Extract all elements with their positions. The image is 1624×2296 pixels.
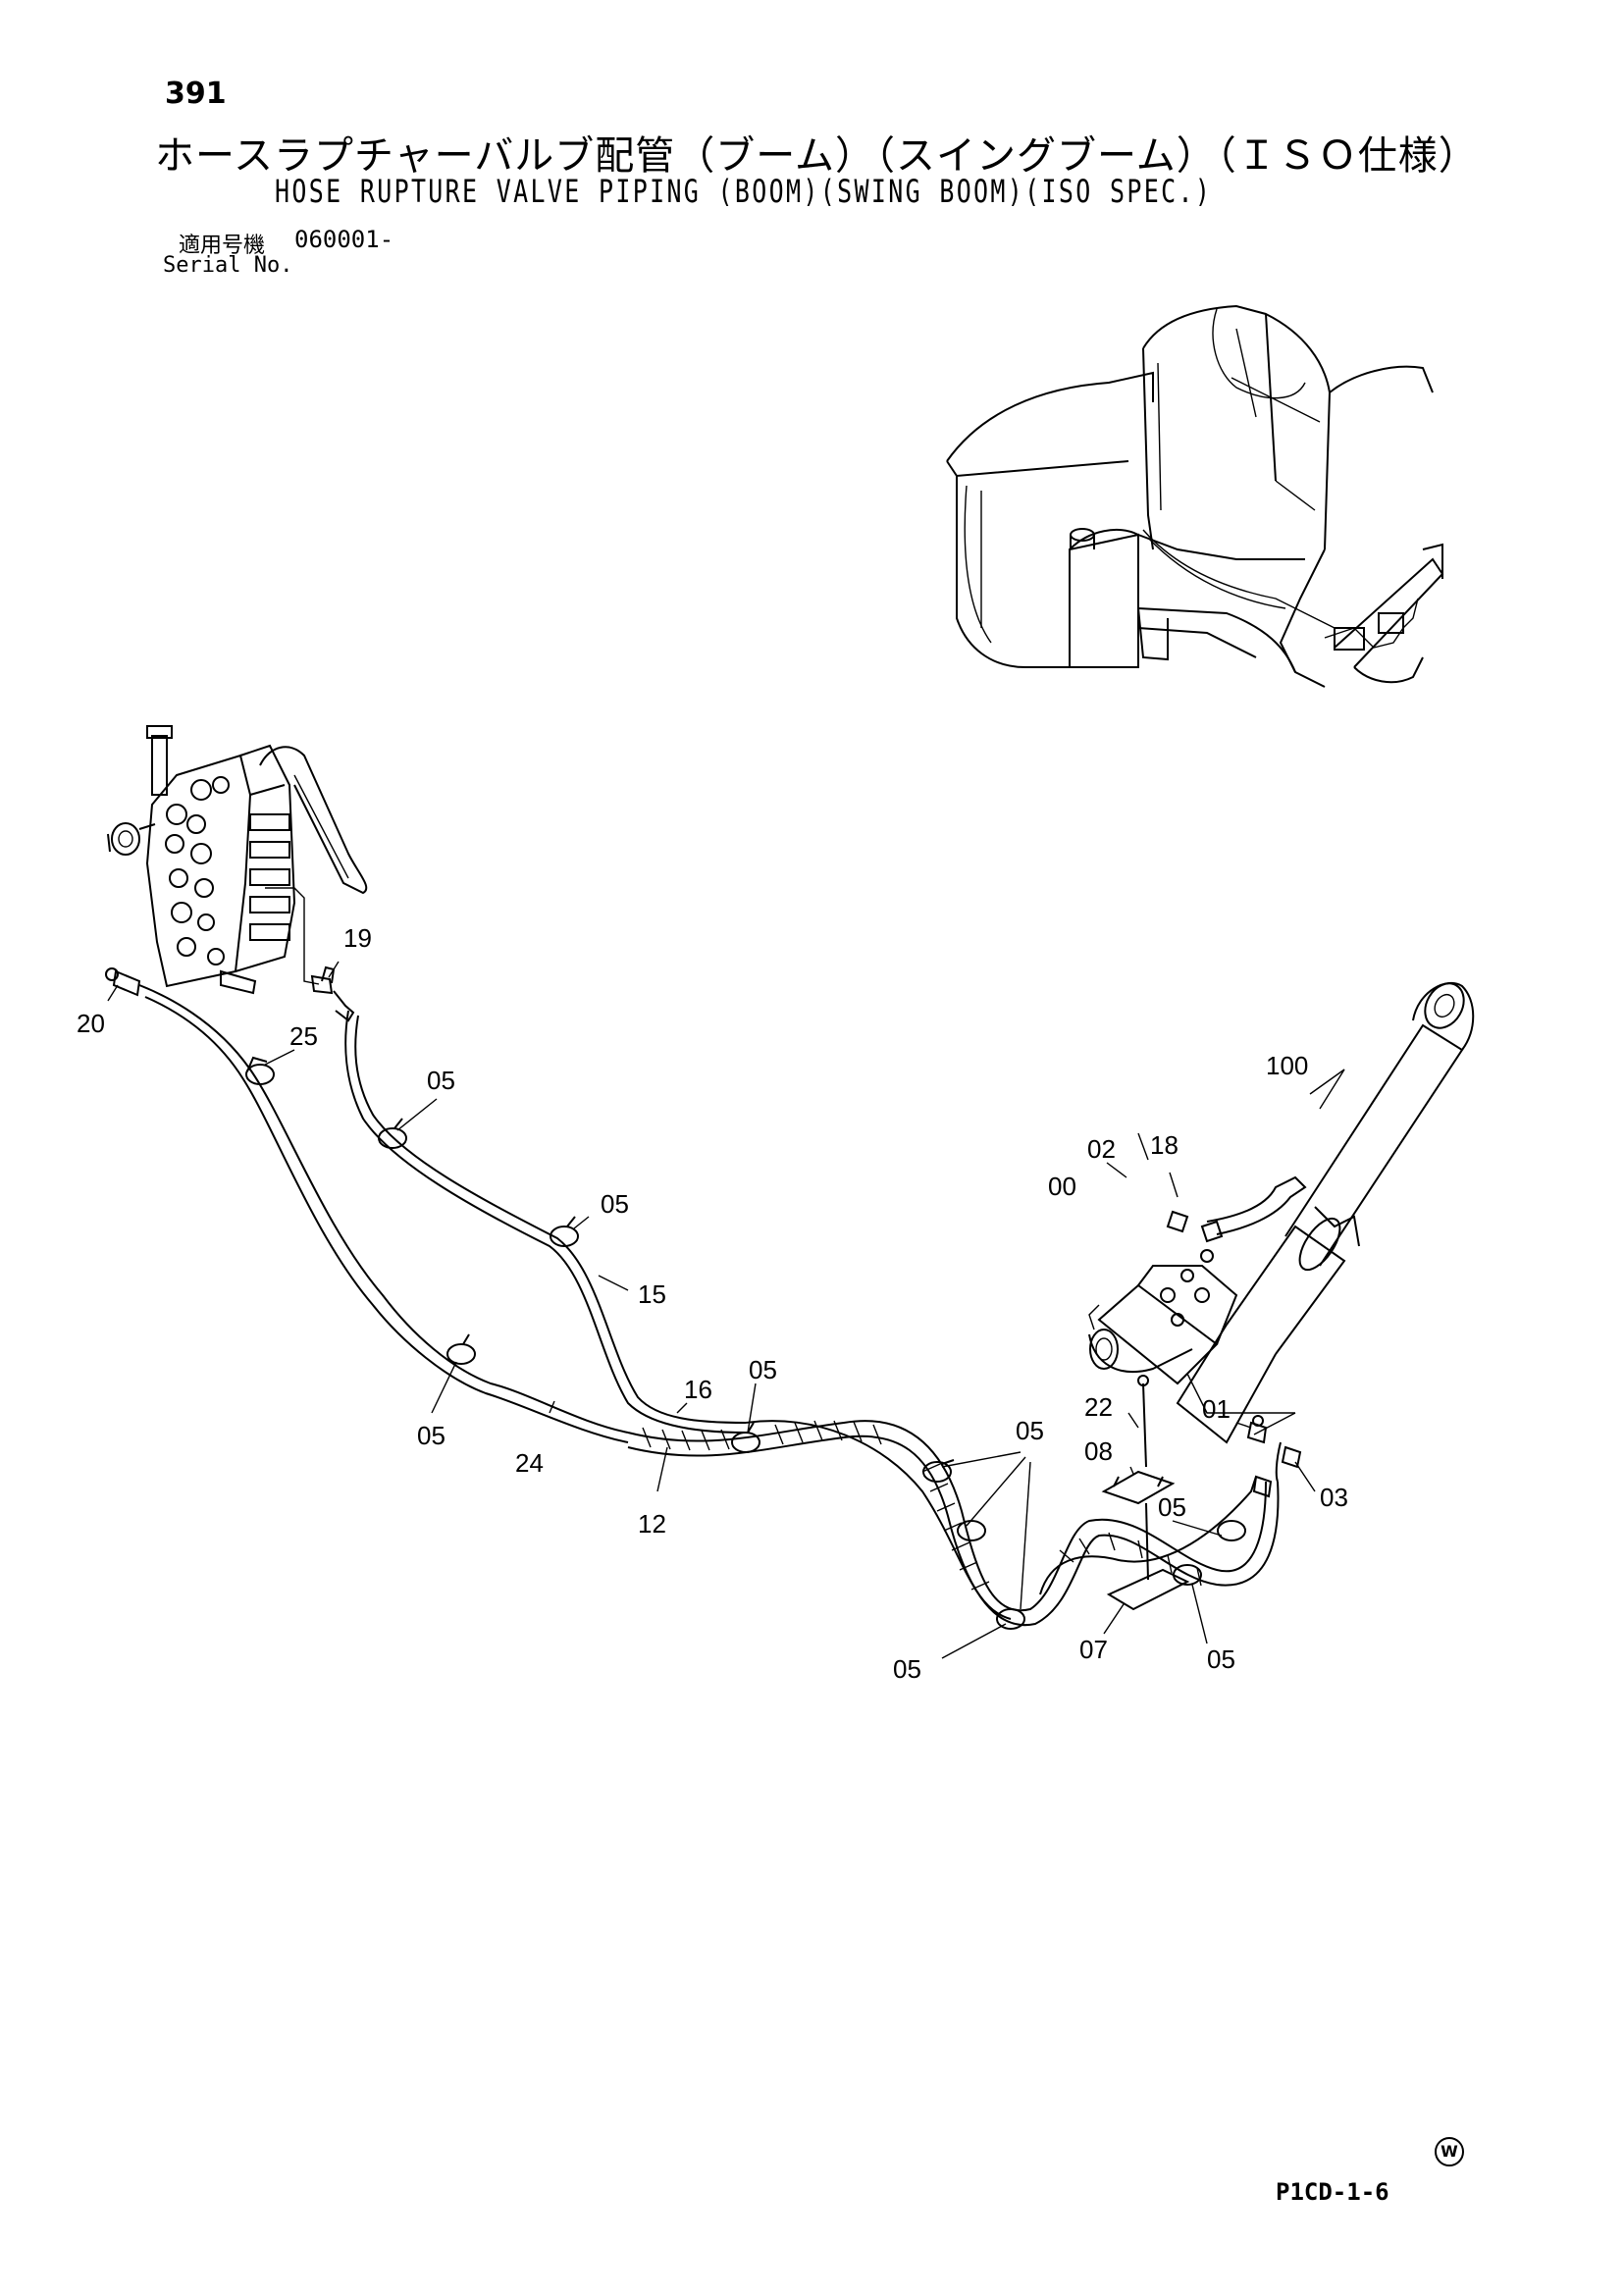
part-label-01: 01: [1202, 1394, 1231, 1424]
part-label-25: 25: [289, 1021, 318, 1051]
valve-fittings: [105, 965, 355, 1022]
part-label-00: 00: [1048, 1172, 1076, 1201]
boom-cylinder-illustration: [1088, 981, 1475, 1444]
part-label-100: 100: [1266, 1051, 1308, 1080]
part-label-05: 05: [417, 1421, 445, 1450]
part-label-05: 05: [1016, 1416, 1044, 1445]
machine-overview-illustration: [946, 304, 1444, 688]
part-label-15: 15: [638, 1279, 666, 1309]
title-english: HOSE RUPTURE VALVE PIPING (BOOM)(SWING B…: [275, 173, 1213, 210]
page-number: 391: [165, 77, 227, 111]
cylinder-fittings: [1246, 1415, 1302, 1498]
part-label-08: 08: [1084, 1436, 1113, 1466]
page-code: P1CD-1-6: [1276, 2178, 1389, 2206]
part-label-18: 18: [1150, 1130, 1179, 1160]
part-label-07: 07: [1079, 1635, 1108, 1664]
hose-clamps: [245, 1056, 1246, 1630]
serial-number-value: 060001-: [294, 226, 394, 253]
leader-lines: [107, 961, 1345, 1659]
part-label-05: 05: [893, 1654, 921, 1684]
spiral-guard: [642, 1420, 1202, 1591]
hose-routing: [138, 984, 1280, 1627]
part-label-19: 19: [343, 923, 372, 953]
title-japanese: ホースラプチャーバルブ配管（ブーム）（スイングブーム）（ＩＳＯ仕様）: [155, 133, 1479, 179]
part-label-05: 05: [427, 1066, 455, 1095]
part-label-05: 05: [1207, 1644, 1235, 1674]
part-label-03: 03: [1320, 1483, 1348, 1512]
part-label-05: 05: [601, 1189, 629, 1219]
part-label-22: 22: [1084, 1392, 1113, 1422]
part-label-02: 02: [1087, 1134, 1116, 1164]
serial-label-english: Serial No.: [163, 253, 293, 278]
part-label-05: 05: [1158, 1492, 1186, 1522]
bracket-assembly: [1101, 1375, 1190, 1611]
part-label-16: 16: [684, 1375, 712, 1404]
part-label-05: 05: [749, 1355, 777, 1384]
watermark-logo: W: [1435, 2137, 1464, 2166]
part-label-24: 24: [515, 1448, 544, 1478]
serial-label-japanese: 適用号機: [179, 234, 266, 258]
part-label-20: 20: [77, 1009, 105, 1038]
control-valve-illustration: [107, 725, 368, 995]
part-label-12: 12: [638, 1509, 666, 1539]
